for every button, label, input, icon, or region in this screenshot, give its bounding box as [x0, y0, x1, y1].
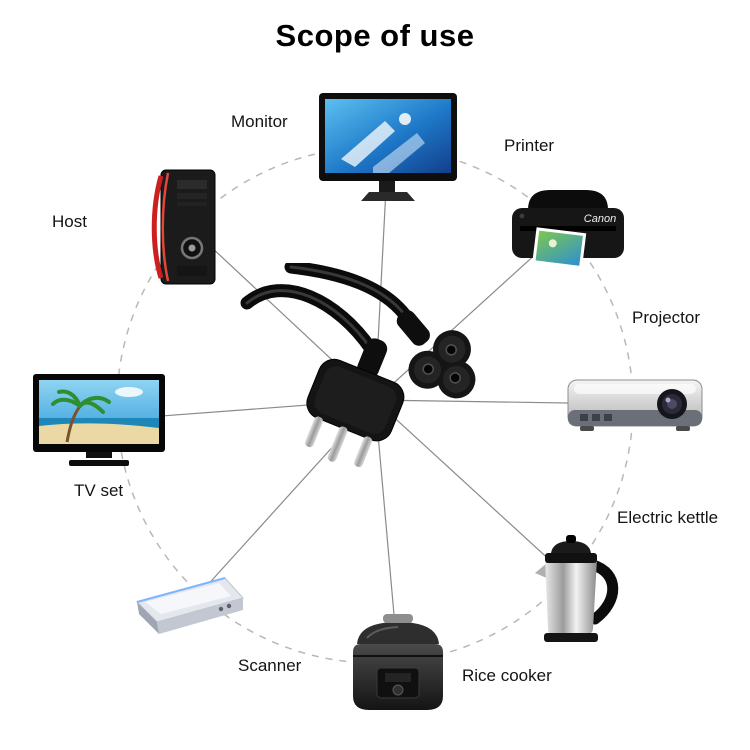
kettle-icon — [535, 535, 619, 642]
projector-image — [566, 366, 704, 442]
tv-icon — [33, 374, 165, 466]
monitor-label: Monitor — [231, 112, 288, 131]
monitor-image — [313, 93, 463, 203]
c5-connector — [396, 310, 476, 399]
electric-kettle-label: Electric kettle — [617, 508, 719, 527]
power-cord-icon — [240, 263, 476, 468]
power-cord-image — [233, 263, 518, 493]
tv-set-label: TV set — [74, 481, 124, 500]
scanner-icon — [136, 577, 244, 634]
scanner-image — [133, 556, 247, 650]
printer-brand-text: Canon — [584, 213, 616, 225]
host-image — [137, 168, 232, 292]
printer-icon: Canon — [512, 190, 624, 270]
tv-image — [33, 374, 165, 470]
rice-cooker-label: Rice cooker — [462, 666, 552, 685]
cable — [240, 263, 412, 356]
line-to-kettle — [374, 399, 579, 587]
printer-image: Canon — [508, 180, 628, 275]
brazil-plug — [304, 338, 405, 468]
projector-icon — [567, 379, 703, 431]
page-title: Scope of use — [275, 18, 475, 53]
projector-label: Projector — [632, 308, 701, 327]
monitor-icon — [319, 93, 457, 201]
rice-cooker-image — [341, 610, 455, 720]
line-to-printer — [374, 231, 561, 401]
host-label: Host — [52, 212, 87, 231]
electric-kettle-image — [531, 527, 626, 652]
scanner-label: Scanner — [238, 656, 302, 675]
rice-cooker-icon — [353, 614, 443, 710]
host-tower-icon — [151, 169, 216, 285]
printer-label: Printer — [504, 136, 555, 155]
